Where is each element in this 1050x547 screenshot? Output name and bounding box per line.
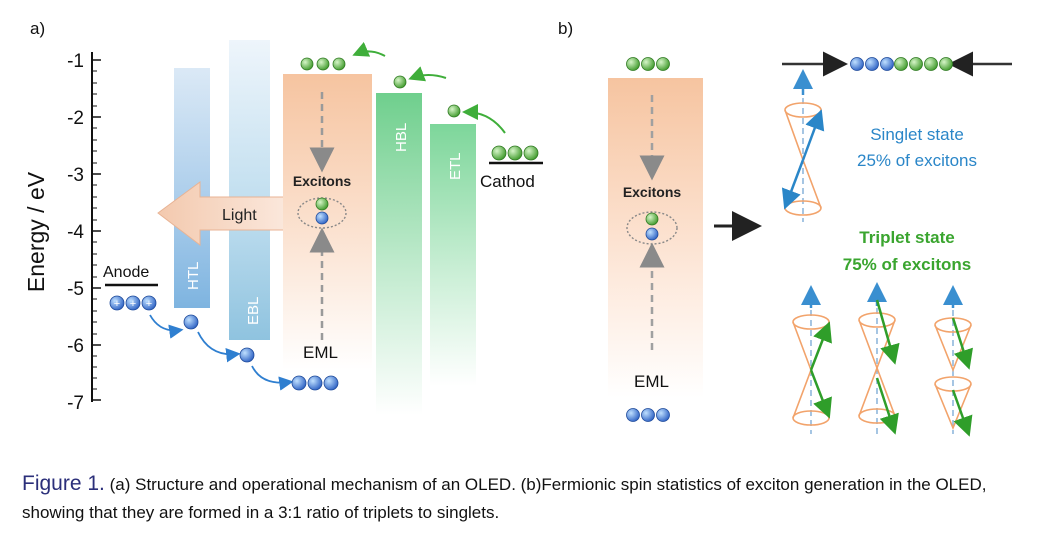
excitons-label: Excitons (293, 173, 352, 189)
eml-b-label: EML (634, 372, 669, 391)
cathode-label: Cathod (480, 172, 535, 191)
hbl-layer: HBL (376, 93, 422, 415)
oled-figure: a) -1 -2 -3 -4 -5 -6 -7 Energy / eV Anod… (23, 19, 1012, 437)
anode-label: Anode (103, 264, 149, 281)
triplet-percentage: 75% of excitons (843, 255, 972, 274)
electron-path (300, 41, 506, 134)
panel-b-label: b) (558, 19, 573, 38)
charge-combination (782, 51, 1012, 77)
eml-layer: EML Excitons (283, 74, 372, 370)
y-axis-title: Energy / eV (23, 171, 49, 292)
ebl-layer: EBL (229, 40, 270, 340)
y-tick-label: -5 (67, 279, 84, 300)
singlet-cone (781, 69, 825, 222)
light-label: Light (222, 207, 257, 224)
htl-label: HTL (185, 262, 202, 290)
y-tick-label: -4 (67, 222, 84, 243)
ebl-label: EBL (245, 297, 262, 325)
etl-layer: ETL (430, 124, 476, 386)
svg-text:+: + (146, 298, 152, 310)
anode: Anode (103, 264, 158, 287)
y-tick-label: -7 (67, 393, 84, 414)
etl-label: ETL (447, 152, 464, 180)
caption-lead: Figure 1. (22, 472, 105, 495)
panel-a-label: a) (30, 19, 45, 38)
y-tick-label: -1 (67, 51, 84, 72)
y-tick-label: -6 (67, 336, 84, 357)
light-arrow: Light (157, 181, 293, 247)
excitons-b-label: Excitons (623, 184, 682, 200)
eml-b-layer: Excitons EML (608, 57, 703, 422)
hbl-label: HBL (393, 123, 410, 152)
triplet-cone-2 (858, 282, 900, 435)
anode-holes: + + + (109, 295, 157, 311)
triplet-cone-1 (792, 285, 832, 434)
singlet-percentage: 25% of excitons (857, 151, 977, 170)
svg-text:+: + (114, 298, 120, 310)
singlet-title: Singlet state (870, 125, 964, 144)
triplet-cone-3 (934, 285, 973, 437)
figure-caption: Figure 1. (a) Structure and operational … (22, 470, 1032, 527)
cathode: Cathod (480, 145, 543, 191)
y-axis: -1 -2 -3 -4 -5 -6 -7 Energy / eV (23, 51, 101, 414)
triplet-title: Triplet state (859, 228, 954, 247)
eml-label: EML (303, 343, 338, 362)
caption-text: (a) Structure and operational mechanism … (22, 475, 987, 522)
y-tick-label: -3 (67, 165, 84, 186)
svg-text:+: + (130, 298, 136, 310)
y-tick-label: -2 (67, 108, 84, 129)
hole-path (149, 314, 339, 391)
